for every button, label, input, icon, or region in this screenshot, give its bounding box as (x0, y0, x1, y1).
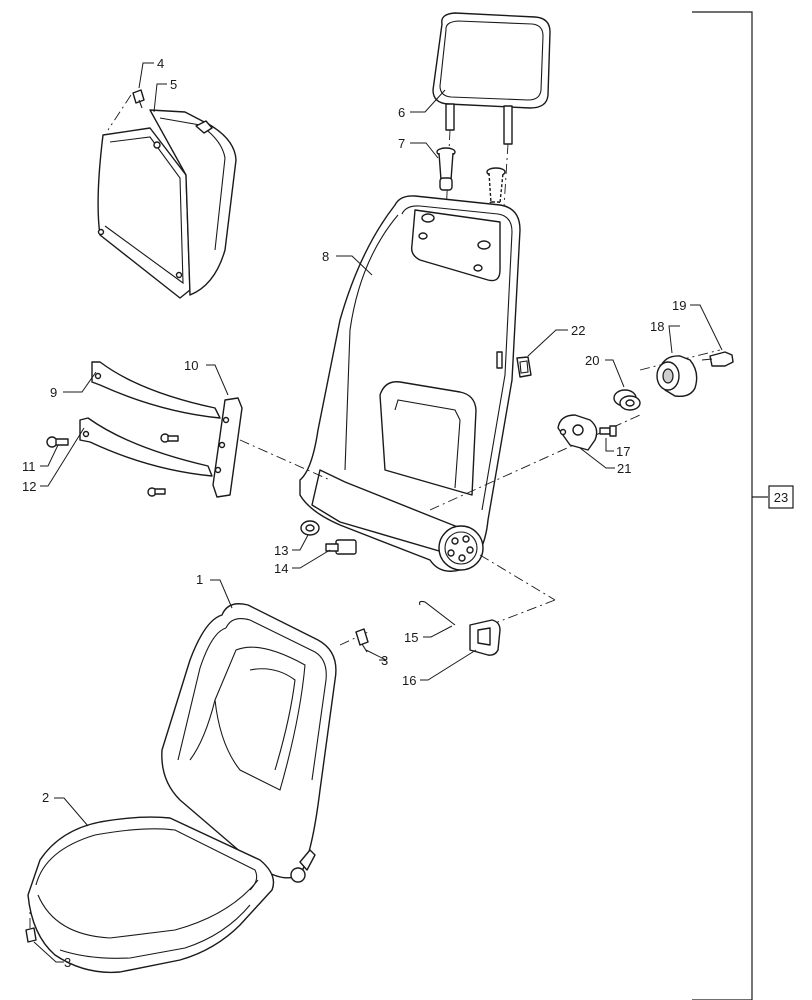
loop-16 (469, 619, 501, 656)
callout-20: 20 (585, 353, 599, 368)
assembly-bracket: 23 (692, 11, 794, 1000)
bolt-14 (325, 539, 357, 555)
callout-17: 17 (616, 444, 630, 459)
callout-12: 12 (22, 479, 36, 494)
screw-17 (599, 425, 617, 437)
callout-16: 16 (402, 673, 416, 688)
callout-7: 7 (398, 136, 405, 151)
strap-9 (91, 361, 221, 419)
assembly-label-box (768, 485, 794, 509)
callout-11: 11 (22, 459, 36, 474)
strap-12 (79, 417, 213, 477)
callout-13: 13 (274, 543, 288, 558)
callout-15: 15 (404, 630, 418, 645)
callout-18: 18 (650, 319, 664, 334)
callout-9: 9 (50, 385, 57, 400)
callout-2: 2 (42, 790, 49, 805)
callout-19: 19 (672, 298, 686, 313)
callout-3-lower: 3 (64, 955, 71, 970)
callout-21: 21 (617, 461, 631, 476)
hinge-bracket-21 (557, 414, 598, 451)
callout-1: 1 (196, 572, 203, 587)
screw-19 (701, 351, 734, 367)
callout-14: 14 (274, 561, 288, 576)
callout-6: 6 (398, 105, 405, 120)
callout-10: 10 (184, 358, 198, 373)
bushing-20 (613, 389, 641, 411)
backrest-cushion (161, 603, 337, 883)
callout-22: 22 (571, 323, 585, 338)
knob-18 (656, 355, 698, 398)
backrest-frame (299, 195, 521, 572)
callout-4: 4 (157, 56, 164, 71)
screw-3-upper (355, 628, 369, 653)
callout-5: 5 (170, 77, 177, 92)
pin-15 (419, 600, 456, 626)
screw-4 (107, 89, 145, 131)
headrest (432, 12, 551, 239)
callout-8: 8 (322, 249, 329, 264)
seat-cushion (27, 816, 275, 974)
clip-22 (516, 356, 532, 378)
callout-3-upper: 3 (381, 653, 388, 668)
washer-13 (300, 520, 320, 536)
bracket-10 (212, 397, 331, 498)
back-cover (97, 109, 237, 299)
callout-labels: 1 2 3 3 4 5 6 7 8 9 10 11 12 13 14 15 16… (22, 56, 686, 970)
assembly-label: 23 (774, 490, 788, 505)
rivet-11 (46, 433, 179, 497)
leader-lines (33, 62, 723, 963)
